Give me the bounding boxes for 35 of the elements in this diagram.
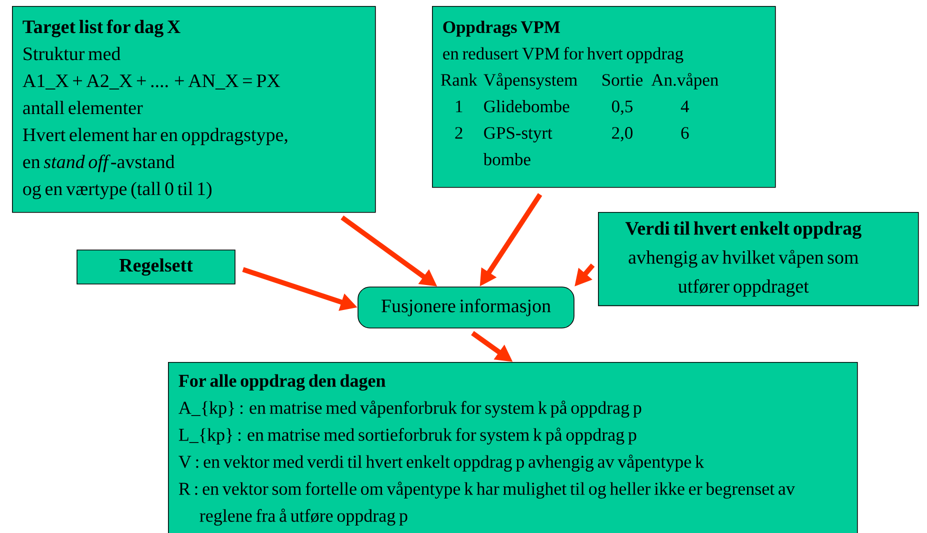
- text-line: en stand off-avstand: [23, 154, 175, 172]
- table-cell: 2: [455, 127, 462, 139]
- info-box: [168, 362, 858, 533]
- text-line: Struktur med: [24, 46, 120, 60]
- table-cell: 6: [681, 127, 689, 139]
- table-cell: 0,5: [612, 100, 632, 115]
- table-cell: GPS-styrt bombe: [483, 127, 552, 166]
- text-line: R : en vektor som fortelle om våpentype k har mulighet til og heller ikke er begrenset av reglene fra å utføre oppdrag p: [178, 482, 795, 526]
- heading: Oppdrags VPM: [443, 20, 560, 37]
- table-cell: 1: [456, 100, 462, 112]
- table-cell: Glidebombe: [484, 100, 570, 112]
- text-line: Hvert element har en oppdragstype,: [22, 128, 288, 146]
- node-text: Fusjonere informasjon: [382, 298, 551, 316]
- table-cell: Sortie: [602, 74, 643, 86]
- table-cell: Rank: [440, 74, 478, 86]
- text-line: A_{kp} : en matrise med våpenforbruk for system k på oppdrag p: [178, 400, 642, 418]
- text-line: antall elementer: [23, 100, 143, 114]
- table-cell: An.våpen: [651, 72, 718, 90]
- heading: For alle oppdrag den dagen: [178, 374, 386, 391]
- text-line: L_{kp} : en matrise med sortieforbruk for system k på oppdrag p: [178, 428, 636, 445]
- info-box: [598, 212, 919, 306]
- text-line: V : en vektor med verdi til hvert enkelt oppdrag p avhengig av våpentype k: [178, 454, 704, 472]
- node-text: avhengig av hvilket våpen som utfører oppdraget: [628, 250, 858, 297]
- text-line: og en værtype (tall 0 til 1): [23, 182, 212, 200]
- info-box: [12, 6, 376, 213]
- info-box: [432, 6, 776, 188]
- text-line: A1_X + A2_X + .... + AN_X = PX: [22, 74, 280, 90]
- heading: Regelsett: [119, 258, 193, 276]
- table-cell: 2,0: [612, 127, 632, 142]
- heading: Target list for dag X: [22, 20, 180, 38]
- table-cell: 4: [680, 100, 690, 112]
- heading: Verdi til hvert enkelt oppdrag: [625, 221, 862, 239]
- subtitle: en redusert VPM for hvert oppdrag: [443, 47, 684, 64]
- table-cell: Våpensystem: [484, 72, 578, 90]
- process-box: [358, 286, 574, 328]
